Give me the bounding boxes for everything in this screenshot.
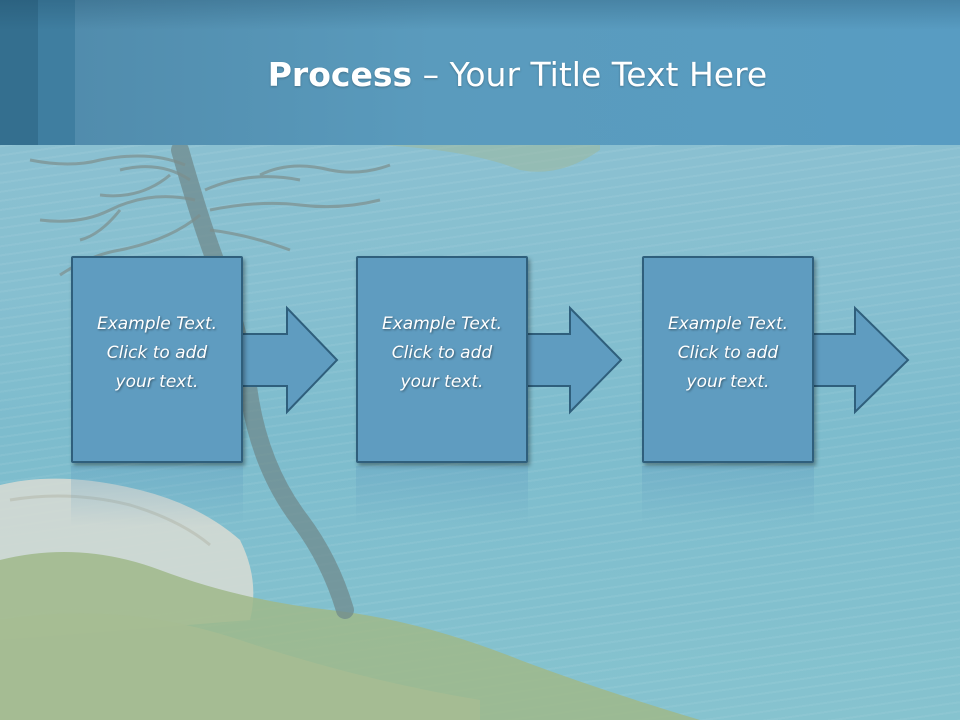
process-step-3[interactable]: Example Text. Click to add your text. <box>642 256 942 526</box>
step-3-line2: Click to add <box>677 343 779 363</box>
step-3-line1: Example Text. <box>667 314 789 334</box>
step-3-reflection <box>642 466 814 526</box>
title-band-accent-mid <box>38 0 75 145</box>
process-step-2[interactable]: Example Text. Click to add your text. <box>356 256 656 526</box>
step-2-reflection <box>356 466 528 526</box>
step-2-box <box>356 256 528 463</box>
step-2-line1: Example Text. <box>381 314 503 334</box>
title-band-shade <box>0 0 960 30</box>
slide-title-bold: Process <box>267 55 413 94</box>
slide-title[interactable]: Process – Your Title Text Here <box>75 50 960 100</box>
process-step-1[interactable]: Example Text. Click to add your text. <box>71 256 371 526</box>
title-band: Process – Your Title Text Here <box>0 0 960 145</box>
step-1-reflection <box>71 466 243 526</box>
step-1-box <box>71 256 243 463</box>
step-1-line3: your text. <box>115 372 199 392</box>
slide-title-rest: – Your Title Text Here <box>412 55 768 94</box>
step-1-line2: Click to add <box>106 343 208 363</box>
title-band-accent-dark <box>0 0 38 145</box>
step-2-line2: Click to add <box>391 343 493 363</box>
step-3-text[interactable]: Example Text. Click to add your text. <box>642 310 814 397</box>
step-2-line3: your text. <box>400 372 484 392</box>
step-1-text[interactable]: Example Text. Click to add your text. <box>71 310 243 397</box>
step-1-line1: Example Text. <box>96 314 218 334</box>
step-2-text[interactable]: Example Text. Click to add your text. <box>356 310 528 397</box>
step-3-line3: your text. <box>686 372 770 392</box>
step-3-box <box>642 256 814 463</box>
